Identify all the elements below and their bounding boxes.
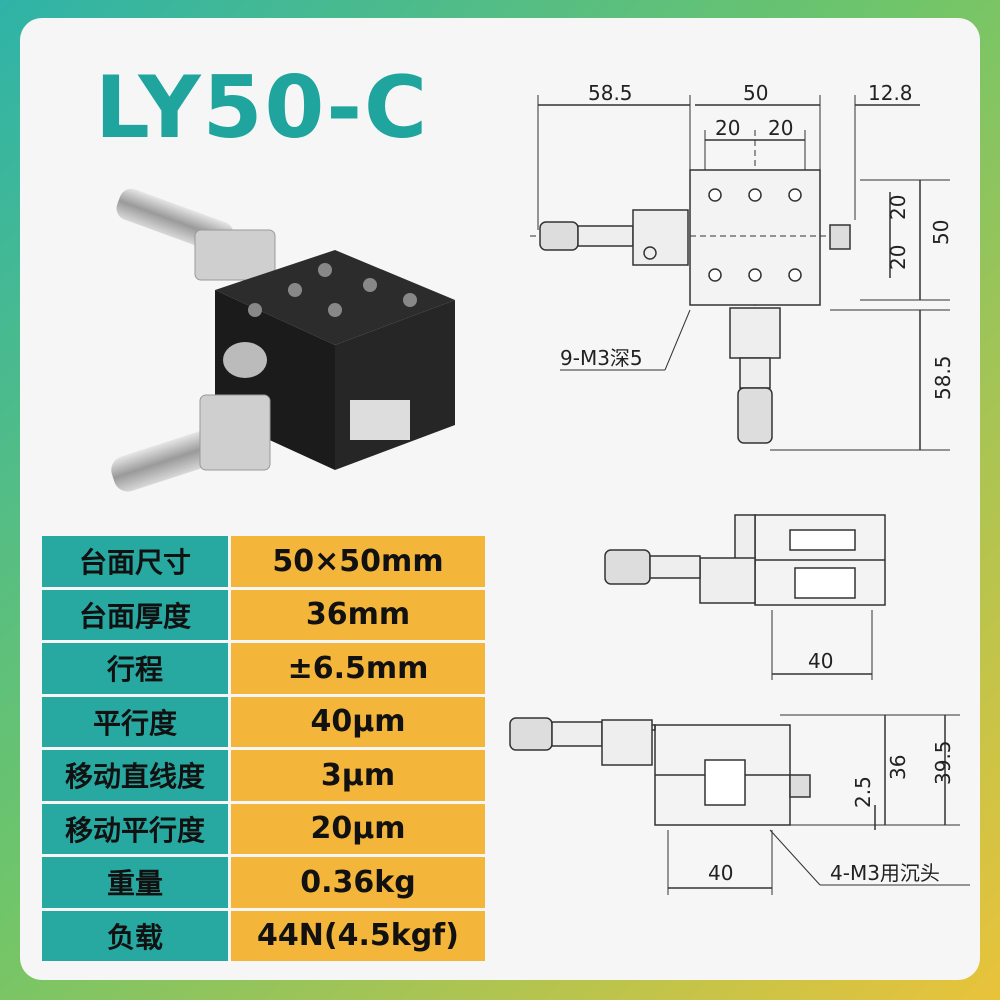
- dim-hole-b: 20: [768, 116, 793, 140]
- upper-micrometer: [116, 188, 276, 281]
- dim-right-lower: 58.5: [931, 355, 955, 400]
- spec-row: 负载 44N(4.5kgf): [42, 909, 485, 964]
- spec-value: ±6.5mm: [228, 641, 485, 697]
- lower-micrometer: [111, 394, 271, 492]
- top-view: [530, 95, 950, 451]
- spec-value: 3μm: [228, 748, 485, 804]
- dim-top-right: 12.8: [868, 81, 913, 105]
- spec-label: 负载: [42, 909, 230, 964]
- product-title: LY50-C: [95, 58, 430, 158]
- spec-row: 重量 0.36kg: [42, 855, 485, 911]
- dim-right-total: 50: [929, 220, 953, 245]
- spec-value: 0.36kg: [228, 855, 485, 911]
- dim-right-a: 20: [886, 195, 910, 220]
- spec-row: 平行度 40μm: [42, 695, 485, 750]
- spec-row: 台面尺寸 50×50mm: [42, 536, 485, 590]
- spec-value: 44N(4.5kgf): [228, 909, 485, 964]
- dim-top-mid: 50: [743, 81, 768, 105]
- spec-label: 行程: [42, 641, 230, 697]
- dim-36: 36: [886, 755, 910, 780]
- dim-mid-40: 40: [808, 649, 833, 673]
- counterbore-note: 4-M3用沉头: [830, 861, 940, 885]
- dim-right-b: 20: [886, 245, 910, 270]
- spec-row: 台面厚度 36mm: [42, 588, 485, 643]
- dim-bottom-40: 40: [708, 861, 733, 885]
- spec-value: 50×50mm: [228, 536, 485, 590]
- dim-hole-a: 20: [715, 116, 740, 140]
- spec-label: 平行度: [42, 695, 230, 750]
- side-view-bottom: [509, 714, 970, 895]
- spec-value: 40μm: [228, 695, 485, 750]
- spec-label: 移动平行度: [42, 802, 230, 857]
- dim-2-5: 2.5: [851, 776, 875, 808]
- technical-drawing: 58.5 50 12.8 20 20 20 20 50 58.5 9-M3深5 …: [509, 81, 970, 895]
- holes-note: 9-M3深5: [560, 346, 643, 370]
- dim-top-left: 58.5: [588, 81, 633, 105]
- spec-label: 重量: [42, 855, 230, 911]
- spec-row: 移动平行度 20μm: [42, 802, 485, 857]
- spec-row: 行程 ±6.5mm: [42, 641, 485, 697]
- side-view-middle: [604, 514, 886, 680]
- dim-39-5: 39.5: [931, 740, 955, 785]
- spec-label: 台面尺寸: [42, 536, 230, 590]
- spec-value: 20μm: [228, 802, 485, 857]
- product-photo: [111, 188, 455, 492]
- spec-value: 36mm: [228, 588, 485, 643]
- spec-table: 台面尺寸 50×50mm 台面厚度 36mm 行程 ±6.5mm 平行度 40μ…: [42, 536, 485, 964]
- spec-row: 移动直线度 3μm: [42, 748, 485, 804]
- spec-label: 移动直线度: [42, 748, 230, 804]
- spec-label: 台面厚度: [42, 588, 230, 643]
